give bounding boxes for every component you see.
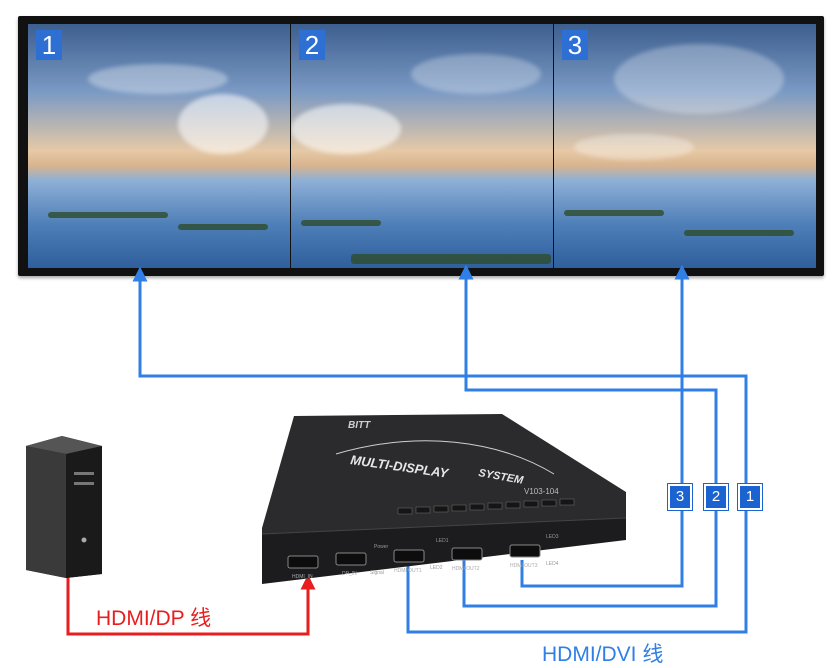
cable-input <box>66 574 316 636</box>
screen-2: 2 <box>291 24 553 268</box>
led-label: LED1 <box>436 538 449 544</box>
output-tag-3: 3 <box>667 483 693 511</box>
screen-number: 1 <box>36 30 62 60</box>
led-label: Power <box>374 544 389 550</box>
screen-number: 2 <box>299 30 325 60</box>
led-label: LED4 <box>546 561 559 567</box>
pc-tower-icon <box>22 432 104 580</box>
port-label: HDMI OUT2 <box>452 566 480 572</box>
multi-display-controller: BITT MULTI-DISPLAY SYSTEM V103-104 Power… <box>258 410 638 586</box>
device-model: V103-104 <box>524 487 559 496</box>
video-wall: 1 2 3 <box>18 16 824 276</box>
port-hdmi-out2 <box>451 547 483 561</box>
port-hdmi-out3 <box>509 544 541 558</box>
controller-front <box>262 518 626 584</box>
port-label: HDMI OUT3 <box>510 563 538 569</box>
port-hdmi-out1 <box>393 549 425 563</box>
led-label: LED3 <box>546 534 559 540</box>
screen-number: 3 <box>562 30 588 60</box>
led-label: Signal <box>370 570 384 576</box>
input-cable-label: HDMI/DP 线 <box>96 607 212 630</box>
brand-logo: BITT <box>348 420 371 431</box>
port-label: HDMI_IN <box>292 574 313 580</box>
output-cable-label: HDMI/DVI 线 <box>542 643 664 666</box>
output-tag-1: 1 <box>737 483 763 511</box>
screen-1: 1 <box>28 24 290 268</box>
port-label: DP_IN <box>342 571 357 577</box>
led-label: LED2 <box>430 565 443 571</box>
cable-output-3 <box>520 264 690 588</box>
port-dp-in <box>335 552 367 566</box>
screen-3: 3 <box>554 24 816 268</box>
port-label: HDMI OUT1 <box>394 568 422 574</box>
port-hdmi-in <box>287 555 319 569</box>
output-tag-2: 2 <box>703 483 729 511</box>
